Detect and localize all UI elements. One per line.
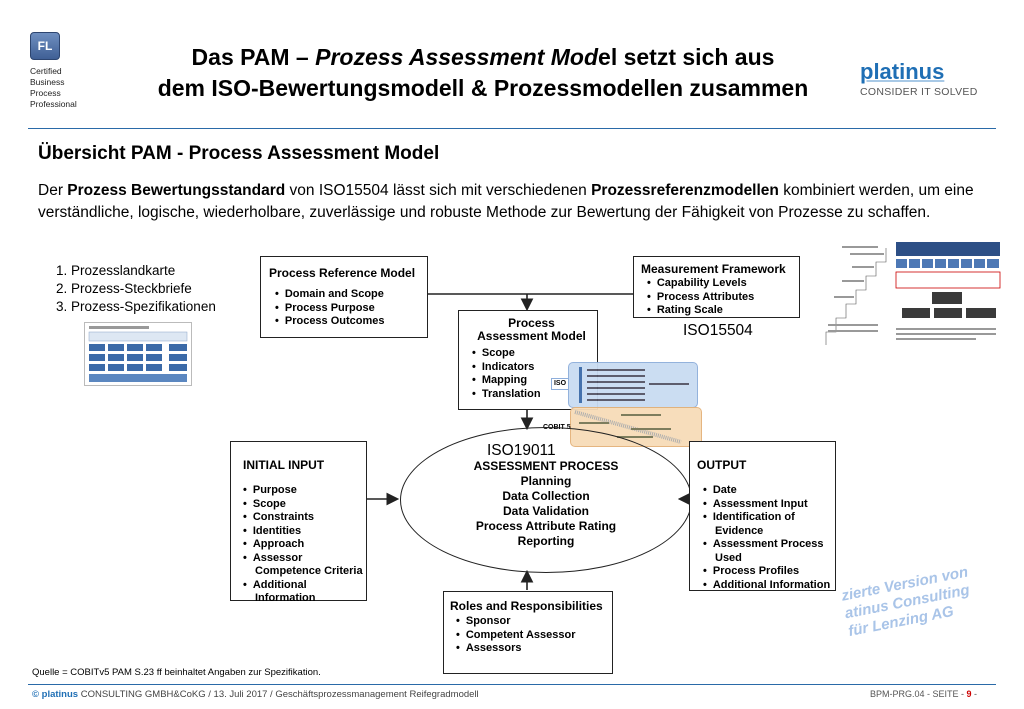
list-item: Sponsor xyxy=(456,615,612,629)
footer-text: BPM-PRG.04 - SEITE - xyxy=(870,689,967,699)
box-title: OUTPUT xyxy=(697,458,747,472)
brand-tagline: CONSIDER IT SOLVED xyxy=(860,86,978,98)
list-item: Capability Levels xyxy=(647,277,799,291)
iso15504-label: ISO15504 xyxy=(683,322,753,339)
intro-bold: Prozess Bewertungsstandard xyxy=(67,182,286,199)
process-step: Data Validation xyxy=(502,504,590,518)
initial-input-box: INITIAL INPUT Purpose Scope Constraints … xyxy=(230,441,367,604)
footer-right: BPM-PRG.04 - SEITE - 9 - xyxy=(870,689,977,699)
cert-line: Certified xyxy=(30,66,62,76)
list-item: Process Profiles xyxy=(703,565,835,579)
header-divider xyxy=(28,128,996,129)
list-item: Rating Scale xyxy=(647,304,799,318)
box-title: Process xyxy=(508,316,555,330)
box-title: Assessment Model xyxy=(477,329,586,343)
page-title: Das PAM – Prozess Assessment Model setzt… xyxy=(98,42,868,104)
list-item: Additional Information xyxy=(703,579,835,593)
iso19011-label: ISO19011 xyxy=(487,442,556,459)
list-item: Process Purpose xyxy=(275,302,427,316)
cert-line: Professional xyxy=(30,99,77,109)
box-title: Roles and Responsibilities xyxy=(450,599,603,613)
process-step: Reporting xyxy=(517,534,575,548)
process-title: ASSESSMENT PROCESS xyxy=(473,459,619,473)
capability-model-thumbnail xyxy=(822,240,1002,350)
process-step: Planning xyxy=(520,474,572,488)
source-note: Quelle = COBITv5 PAM S.23 ff beinhaltet … xyxy=(32,667,321,678)
list-item: Competent Assessor xyxy=(456,629,612,643)
list-item: Approach xyxy=(243,538,366,552)
list-item: Process Outcomes xyxy=(275,315,427,329)
title-part: Das PAM – xyxy=(191,44,316,70)
list-item: Identification of Evidence xyxy=(703,511,825,538)
intro-bold: Prozessreferenzmodellen xyxy=(591,182,779,199)
list-item: Mapping xyxy=(472,374,597,388)
section-title: Übersicht PAM - Process Assessment Model xyxy=(38,143,440,164)
certification-label: Certified Business Process Professional xyxy=(30,66,77,110)
list-item: Additional Information xyxy=(243,579,355,606)
cert-line: Process xyxy=(30,88,61,98)
footer-text: - xyxy=(971,689,978,699)
footer-left: © platinus CONSULTING GMBH&CoKG / 13. Ju… xyxy=(32,689,479,700)
list-item: Constraints xyxy=(243,511,366,525)
roles-box: Roles and Responsibilities Sponsor Compe… xyxy=(443,591,613,674)
page-number: 9 xyxy=(966,689,972,699)
assessment-process-ellipse: ASSESSMENT PROCESS Planning Data Collect… xyxy=(400,427,692,573)
process-step: Data Collection xyxy=(502,489,590,503)
list-item: Indicators xyxy=(472,361,597,375)
cert-line: Business xyxy=(30,77,65,87)
brand-name: platinus xyxy=(860,59,945,84)
process-map-thumbnail xyxy=(84,322,192,386)
measurement-framework-box: Measurement Framework Capability Levels … xyxy=(633,256,800,318)
footer-brand: © platinus xyxy=(32,689,79,700)
list-item: Assessment Process Used xyxy=(703,538,835,565)
numbered-list: 1. Prozesslandkarte 2. Prozess-Steckbrie… xyxy=(56,262,216,316)
iso-pam-overlay xyxy=(568,362,698,408)
intro-paragraph: Der Prozess Bewertungsstandard von ISO15… xyxy=(38,180,998,224)
box-title: Measurement Framework xyxy=(641,262,786,276)
process-step: Process Attribute Rating xyxy=(475,519,617,533)
list-item: Assessment Input xyxy=(703,498,835,512)
title-italic: Prozess Assessment Mod xyxy=(315,44,599,70)
list-item: Process Attributes xyxy=(647,291,799,305)
process-reference-model-box: Process Reference Model Domain and Scope… xyxy=(260,256,428,338)
output-box: OUTPUT Date Assessment Input Identificat… xyxy=(689,441,836,591)
list-item: Date xyxy=(703,484,835,498)
intro-text: Der xyxy=(38,182,68,199)
list-item: 1. Prozesslandkarte xyxy=(56,263,176,278)
fl-badge-icon: FL xyxy=(30,32,60,60)
list-item: Domain and Scope xyxy=(275,288,427,302)
list-item: 3. Prozess-Spezifikationen xyxy=(56,299,216,314)
title-line-2: dem ISO-Bewertungsmodell & Prozessmodell… xyxy=(157,75,809,101)
iso-tag: ISO xyxy=(551,378,569,390)
list-item: Assessors xyxy=(456,642,612,656)
list-item: Translation xyxy=(472,388,597,402)
box-title: INITIAL INPUT xyxy=(243,458,325,472)
list-item: 2. Prozess-Steckbriefe xyxy=(56,281,192,296)
list-item: Identities xyxy=(243,525,366,539)
platinus-logo: platinus CONSIDER IT SOLVED xyxy=(860,59,1010,99)
list-item: Scope xyxy=(472,347,597,361)
footer-text: CONSULTING GMBH&CoKG / 13. Juli 2017 / G… xyxy=(78,689,479,700)
footer-divider xyxy=(28,684,996,685)
intro-text: kombiniert werden, um eine verständliche… xyxy=(38,182,974,221)
box-title: Process Reference Model xyxy=(269,266,416,280)
list-item: Purpose xyxy=(243,484,366,498)
intro-text: von ISO15504 lässt sich mit verschiedene… xyxy=(285,182,592,199)
title-part: el setzt sich aus xyxy=(598,44,775,70)
list-item: Assessor Competence Criteria xyxy=(243,552,366,579)
list-item: Scope xyxy=(243,498,366,512)
